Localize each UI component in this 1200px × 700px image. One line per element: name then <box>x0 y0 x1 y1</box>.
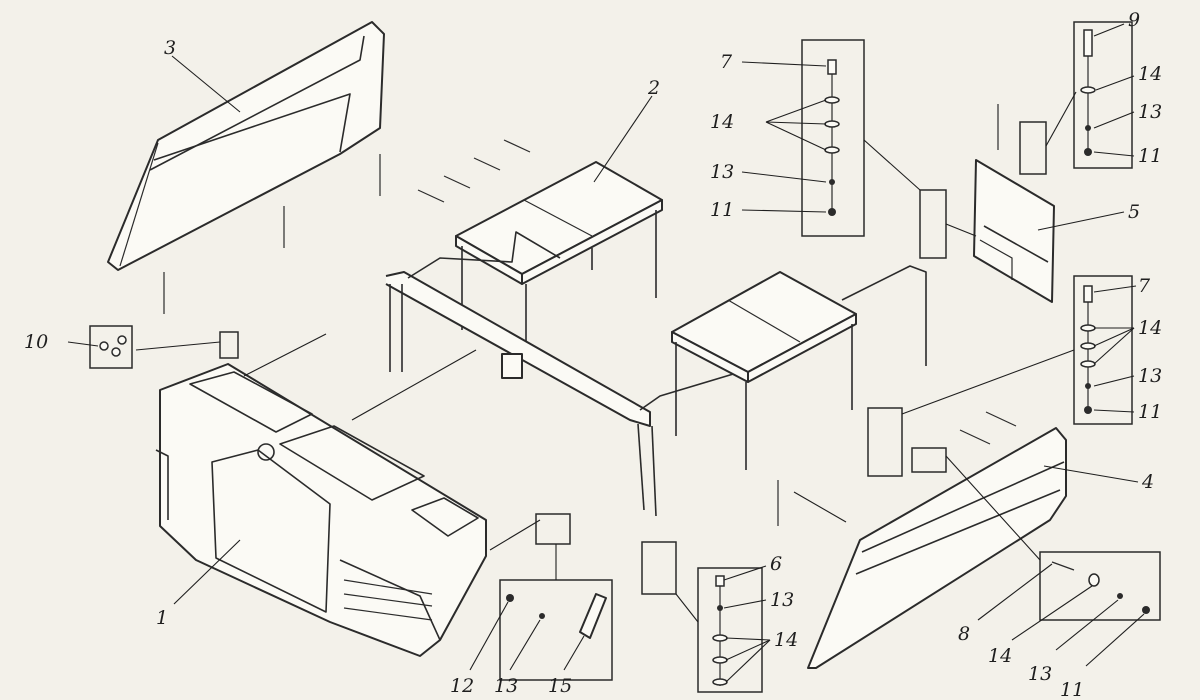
part-3-left-side-panel <box>107 21 385 271</box>
callout-1: 1 <box>156 607 168 629</box>
callout-13-f: 13 <box>494 675 518 697</box>
callout-3: 3 <box>164 37 176 59</box>
callout-14-e: 14 <box>988 645 1012 667</box>
callout-12: 12 <box>450 675 474 697</box>
callout-15: 15 <box>548 675 572 697</box>
callout-8: 8 <box>958 623 970 645</box>
leader-lines <box>67 23 1145 683</box>
callout-13-b: 13 <box>1138 101 1162 123</box>
callout-13-c: 13 <box>1138 365 1162 387</box>
callout-14-d: 14 <box>774 629 798 651</box>
callout-11-a: 11 <box>710 199 734 221</box>
part-5-back-panel <box>973 159 1055 303</box>
callout-14-a: 14 <box>710 111 734 133</box>
callout-11-b: 11 <box>1138 145 1162 167</box>
front-table <box>671 265 927 470</box>
callout-9: 9 <box>1128 9 1140 31</box>
main-frame <box>385 231 791 517</box>
callout-4: 4 <box>1141 471 1154 493</box>
part-1-front-console <box>155 363 487 657</box>
detail-boxes <box>89 21 1161 693</box>
hardware <box>99 29 1150 686</box>
callout-13-e: 13 <box>1028 663 1052 685</box>
callout-7-b: 7 <box>1138 275 1151 297</box>
callout-13-d: 13 <box>770 589 794 611</box>
callout-10: 10 <box>24 331 48 353</box>
callout-11-e: 11 <box>1060 679 1084 700</box>
callout-13-a: 13 <box>710 161 734 183</box>
callout-14-b: 14 <box>1138 63 1162 85</box>
part-4-right-side-panel <box>807 427 1067 669</box>
callout-11-c: 11 <box>1138 401 1162 423</box>
callout-5: 5 <box>1128 201 1140 223</box>
callout-2: 2 <box>647 77 660 99</box>
callout-7-a: 7 <box>720 51 733 73</box>
callout-14-c: 14 <box>1138 317 1162 339</box>
callout-labels: 3 2 1 4 5 10 7 14 13 11 9 14 13 11 7 14 … <box>24 9 1162 700</box>
callout-6: 6 <box>770 553 782 575</box>
